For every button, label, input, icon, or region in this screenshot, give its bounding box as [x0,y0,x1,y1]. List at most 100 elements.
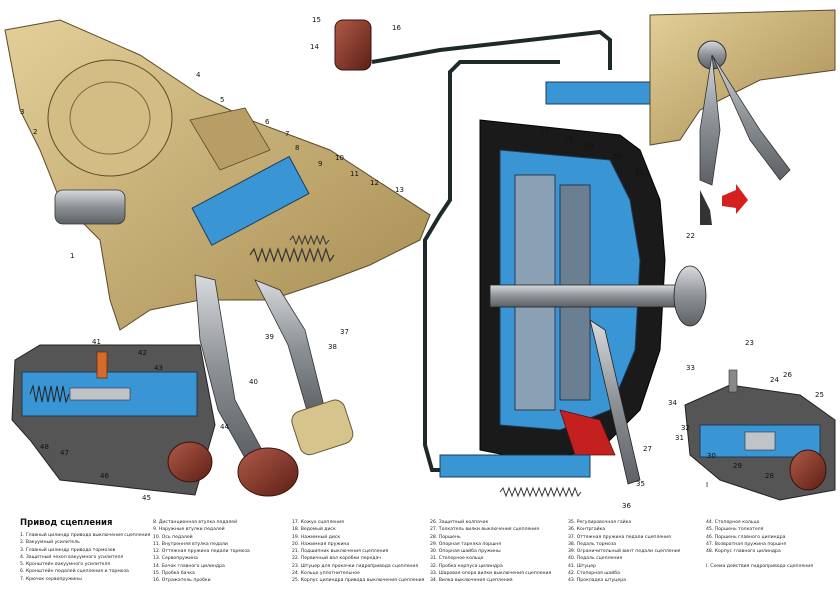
callout-2: 2 [33,128,37,136]
legend-item: 33. Шаровая опора вилки выключения сцепл… [430,571,552,577]
legend-item: 45. Поршень толкателя [706,527,764,533]
callout-numbers: 1234567891011121314151617181920212223242… [20,16,824,508]
legend-item: 25. Корпус цилиндра привода выключения с… [292,578,425,584]
legend-item: 3. Главный цилиндр привода тормозов [20,547,116,553]
callout-5: 5 [220,96,224,104]
legend-column-1: 1. Главный цилиндр привода выключения сц… [20,532,150,583]
callout-42: 42 [138,349,147,357]
callout-35: 35 [636,480,645,488]
callout-28: 28 [765,472,774,480]
legend-item: 17. Кожух сцепления [292,520,344,525]
callout-1: 1 [70,252,74,260]
legend-item: 22. Первичный вал коробки передач [292,556,382,562]
legend-column-2: 8. Дистанционная втулка педалей 9. Наруж… [153,519,250,585]
legend-column-6: 44. Стопорное кольцо 45. Поршень толкате… [706,519,813,570]
callout-16: 16 [392,24,401,32]
legend-item: 18. Ведомый диск [292,527,336,533]
callout-36: 36 [622,502,631,508]
callout-17: 17 [540,128,549,136]
clutch-housing-cutaway [439,119,707,498]
pedals [194,274,354,497]
callout-43: 43 [154,364,163,372]
legend-item: 19. Нажимный диск [292,534,341,540]
callout-48: 48 [40,443,49,451]
callout-47: 47 [60,449,69,457]
callout-24: 24 [770,376,779,384]
servo-spring [249,247,335,263]
legend-item: 20. Нажимная пружина [292,541,350,547]
pedal-axle-cutaway [191,155,310,246]
legend-item: 35. Регулировочная гайка [568,520,632,525]
legend-item: 12. Оттяжная пружина педали тормоза [153,549,250,555]
pedal-master-cylinder-section [545,81,657,105]
slave-cylinder-section [439,454,591,478]
callout-11: 11 [350,170,359,178]
legend-item: 7. Крючок сервопружины [20,576,82,582]
callout-44: 44 [220,423,229,431]
fitting [96,351,108,379]
callout-7: 7 [285,130,289,138]
clutch-pedal-pad [237,447,299,497]
legend-item: 40. Педаль сцепления [568,556,623,562]
callout-30: 30 [707,452,716,460]
legend-column-4: 26. Защитный колпачок 27. Толкатель вилк… [430,519,551,585]
legend-item: 29. Опорная тарелка поршня [430,541,502,547]
callout-37: 37 [340,328,349,336]
pedal-bracket-assembly [4,19,431,331]
legend-column-5: 35. Регулировочная гайка 36. Контргайка … [568,519,680,585]
legend-item: 41. Штуцер [568,563,596,569]
legend-item: 26. Защитный колпачок [430,520,489,525]
callout-46: 46 [100,472,109,480]
legend-item: 37. Оттяжная пружина педали сцепления [568,534,671,540]
callout-27: 27 [643,445,652,453]
legend-item: 11. Внутренняя втулка педали [153,541,228,547]
legend-item: 10. Ось педалей [153,534,193,540]
legend-item: 36. Контргайка [568,527,606,533]
legend-item: 2. Вакуумный усилитель [20,540,80,546]
legend-item: 13. Сервопружина [153,556,198,562]
callout-41: 41 [92,338,101,346]
callout-32: 32 [681,424,690,432]
callout-9: 9 [318,160,322,168]
hydraulic-line [334,19,657,472]
callout-18: 18 [564,135,573,143]
legend-item: 43. Прокладка штуцера [568,578,626,584]
callout-29: 29 [733,462,742,470]
release-fork [589,319,641,485]
vacuum-booster [47,59,173,177]
slave-cylinder-cutaway [684,369,836,501]
brake-pedal-pad [291,399,354,456]
legend-item: 31. Стопорное кольцо [430,556,484,562]
legend-item: 14. Бачок главного цилиндра [153,563,225,569]
pedal-linkage-upper-right [649,9,836,225]
callout-31: 31 [675,434,684,442]
clutch-drive-diagram: 1234567891011121314151617181920212223242… [4,9,836,508]
piston-return-spring [29,384,70,404]
callout-13: 13 [395,186,404,194]
legend-item: 30. Опорная шайба пружины [430,549,501,555]
callout-38: 38 [328,343,337,351]
legend-item: 9. Наружные втулки педалей [153,527,225,533]
legend-item: 8. Дистанционная втулка педалей [153,520,238,525]
legend-item: 24. Кольцо уплотнительное [292,571,360,577]
callout-15: 15 [312,16,321,24]
callout-8: 8 [295,144,299,152]
legend-item: 23. Штуцер для прокачки гидропривода сце… [292,563,419,569]
legend-column-3: 17. Кожух сцепления 18. Ведомый диск 19.… [292,519,424,585]
callout-22: 22 [686,232,695,240]
primary-shaft [489,284,691,308]
legend-item: 38. Педаль тормоза [568,541,617,547]
callout-20: 20 [612,153,621,161]
callout-4: 4 [196,71,201,79]
legend-item: 1. Главный цилиндр привода выключения сц… [20,533,151,538]
legend-item: 42. Стопорная шайба [568,571,620,577]
callout-25: 25 [815,391,824,399]
master-cylinder-cutaway [11,344,216,496]
legend-item: 27. Толкатель вилки выключения сцепления [430,527,540,533]
callout-33: 33 [686,364,695,372]
callout-3: 3 [20,108,24,116]
legend-item: 15. Пробка бачка [153,571,195,577]
legend-item: I. Схема действия гидропривода сцепления [706,563,814,569]
legend-item: 46. Поршень главного цилиндра [706,534,786,540]
legend-item: 28. Поршень [430,534,461,540]
